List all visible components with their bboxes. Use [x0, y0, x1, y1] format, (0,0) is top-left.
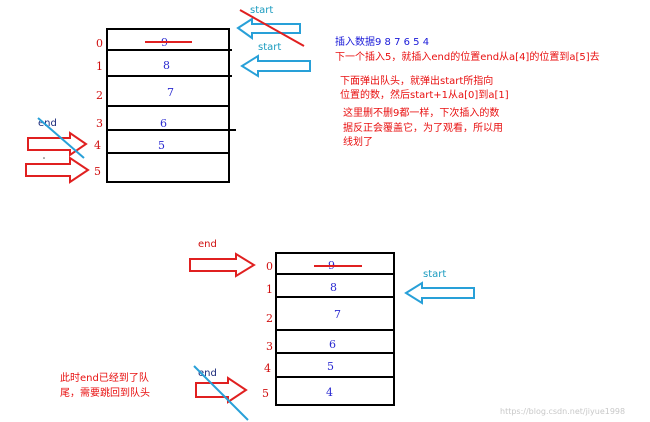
bottom-index-5: 5: [262, 387, 269, 400]
bottom-index-2: 2: [266, 312, 273, 325]
bottom-index-1: 1: [266, 283, 273, 296]
bottom-array: 0 1 2 3 4 5 9 8 7 6 5 4: [262, 252, 395, 406]
top-index-3: 3: [96, 117, 103, 130]
top-start-old-label: start: [250, 5, 273, 16]
top-start-new-arrow-icon: [240, 54, 311, 78]
top-start-old-arrow-icon: [236, 17, 301, 40]
bottom-index-4: 4: [264, 362, 271, 375]
bottom-start-label: start: [423, 269, 446, 280]
top-index-5: 5: [94, 165, 101, 178]
bottom-index-0: 0: [266, 260, 273, 273]
top-end-pointers: end: [25, 117, 90, 184]
top-annotations: 插入数据9 8 7 6 5 4 下一个插入5，就插入end的位置end从a[4]…: [335, 35, 600, 148]
bottom-end-new-arrow-icon: [189, 252, 256, 278]
bottom-annotation-1: 尾，需要跳回到队头: [60, 386, 150, 399]
top-value-1: 8: [163, 59, 170, 72]
top-index-4: 4: [94, 139, 101, 152]
bottom-value-4: 5: [327, 360, 334, 373]
bottom-annotation-0: 此时end已经到了队: [60, 371, 149, 384]
top-annotation-0: 插入数据9 8 7 6 5 4: [335, 35, 429, 48]
top-end-cross: [37, 117, 85, 159]
bottom-annotations: 此时end已经到了队 尾，需要跳回到队头: [60, 371, 150, 399]
bottom-value-5: 4: [326, 386, 333, 399]
bottom-end-pointer-new: end: [189, 239, 256, 278]
bottom-start-pointer: start: [404, 269, 475, 305]
top-start-pointer-old: start: [236, 5, 305, 47]
top-annotation-1: 下一个插入5，就插入end的位置end从a[4]的位置到a[5]去: [335, 50, 600, 63]
top-end-arrow-icon: [27, 131, 88, 157]
top-index-1: 1: [96, 60, 103, 73]
top-start-pointer-new: start: [240, 42, 311, 78]
top-annotation-4: 这里删不删9都一样，下次插入的数: [343, 106, 499, 119]
top-annotation-2: 下面弹出队头，就弹出start所指向: [340, 74, 493, 87]
top-start-old-cross: [239, 9, 305, 47]
top-end-new-arrow-icon: [25, 156, 90, 184]
top-array: 0 1 2 3 4 5 9 8 7 6 5: [94, 28, 236, 183]
bottom-end-old-arrow-icon: [195, 376, 248, 404]
top-annotation-5: 据反正会覆盖它，为了观看，所以用: [343, 121, 503, 134]
bottom-value-2: 7: [334, 308, 341, 321]
top-value-4: 5: [158, 139, 165, 152]
top-value-2: 7: [167, 86, 174, 99]
bottom-end-top-label: end: [198, 239, 217, 250]
bottom-index-3: 3: [266, 340, 273, 353]
top-end-label: end: [38, 118, 57, 129]
top-start-new-label: start: [258, 42, 281, 53]
top-value-3: 6: [160, 117, 167, 130]
bottom-start-arrow-icon: [404, 281, 475, 305]
bottom-end-cross: [193, 365, 249, 421]
top-index-0: 0: [96, 37, 103, 50]
bottom-end-old-label: end: [198, 368, 217, 379]
bottom-end-pointer-old: end: [193, 365, 249, 421]
top-annotation-3: 位置的数，然后start+1从a[0]到a[1]: [340, 88, 509, 101]
top-annotation-6: 线划了: [343, 135, 373, 148]
bottom-value-3: 6: [329, 338, 336, 351]
watermark: https://blog.csdn.net/jiyue1998: [500, 407, 625, 416]
top-index-2: 2: [96, 89, 103, 102]
bottom-value-1: 8: [330, 281, 337, 294]
top-dot: [43, 157, 45, 159]
